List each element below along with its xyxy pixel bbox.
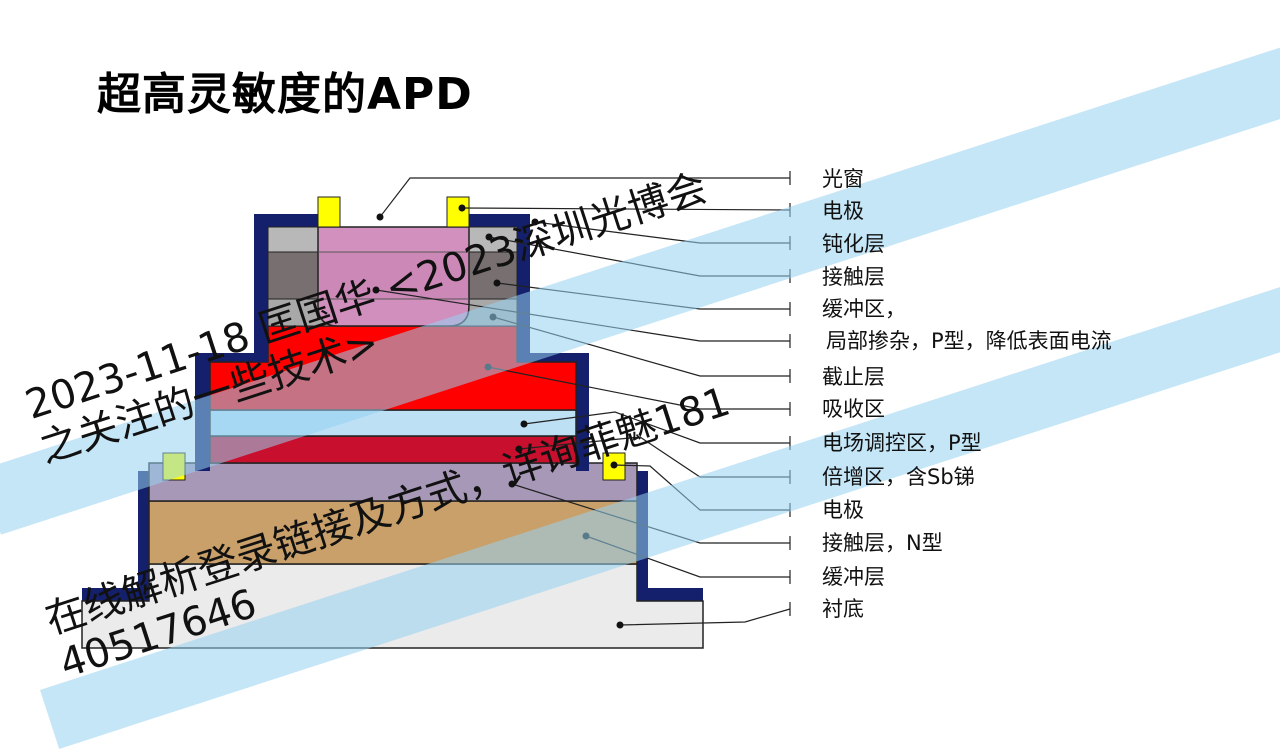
label-contact-top: 接触层	[822, 265, 885, 289]
label-multiplication: 倍增区，含Sb锑	[822, 465, 975, 489]
label-contact-n: 接触层，N型	[822, 531, 943, 555]
label-buffer-region: 缓冲区，	[822, 297, 906, 321]
label-absorption: 吸收区	[822, 397, 885, 421]
label-charge-control: 电场调控区，P型	[822, 431, 982, 455]
label-passivation: 钝化层	[822, 232, 885, 256]
label-stop-layer: 截止层	[822, 365, 885, 389]
label-buffer-layer: 缓冲层	[822, 565, 885, 589]
label-light-window: 光窗	[822, 167, 864, 191]
top-electrode-left	[317, 196, 341, 228]
mid-passivation-frame-right	[530, 353, 589, 471]
top-electrode-right	[446, 196, 470, 228]
label-substrate: 衬底	[822, 597, 864, 621]
contact-layer-n	[148, 462, 638, 502]
label-electrode-top: 电极	[822, 199, 864, 223]
label-local-doping: 局部掺杂，P型，降低表面电流	[826, 329, 1112, 353]
label-electrode-bottom: 电极	[822, 498, 864, 522]
slide-title: 超高灵敏度的APD	[97, 69, 473, 120]
lower-passivation-frame	[82, 471, 200, 601]
top-passivation-frame	[254, 214, 318, 362]
